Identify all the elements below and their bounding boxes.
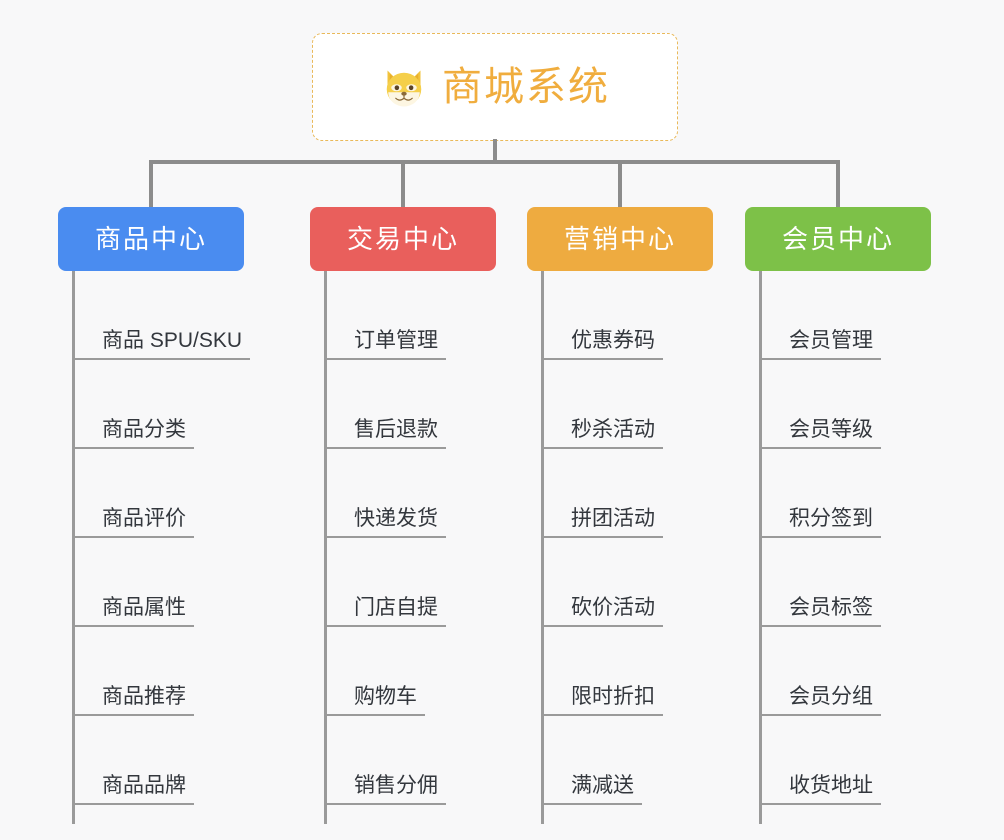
connector-drop-2 (401, 160, 405, 210)
leaf-item[interactable]: 限时折扣 (541, 627, 771, 716)
leaf-item-label: 商品属性 (102, 596, 186, 619)
leaf-item[interactable]: 售后退款 (324, 360, 554, 449)
leaf-item[interactable]: 会员管理 (759, 271, 989, 360)
leaf-item[interactable]: 商品推荐 (72, 627, 302, 716)
leaf-item-label: 限时折扣 (571, 685, 655, 708)
root-node[interactable]: 商城系统 (312, 33, 678, 141)
category-box-1[interactable]: 商品中心 (58, 207, 244, 271)
leaf-item-label: 优惠券码 (571, 329, 655, 352)
leaf-item-underline (541, 447, 663, 449)
leaf-item[interactable]: 拼团活动 (541, 449, 771, 538)
leaf-column-2: 订单管理售后退款快递发货门店自提购物车销售分佣 (324, 271, 554, 824)
category-label-3: 营销中心 (563, 224, 676, 254)
leaf-item-underline (324, 625, 446, 627)
leaf-column-3: 优惠券码秒杀活动拼团活动砍价活动限时折扣满减送 (541, 271, 771, 824)
leaf-item-label: 积分签到 (789, 507, 873, 530)
leaf-item[interactable]: 满减送 (541, 716, 771, 805)
leaf-item[interactable]: 销售分佣 (324, 716, 554, 805)
connector-drop-1 (149, 160, 153, 210)
leaf-item[interactable]: 商品评价 (72, 449, 302, 538)
leaf-item-underline (72, 447, 194, 449)
leaf-item-label: 拼团活动 (571, 507, 655, 530)
leaf-item[interactable]: 秒杀活动 (541, 360, 771, 449)
leaf-item-underline (324, 447, 446, 449)
leaf-spine-1 (72, 271, 75, 824)
leaf-item[interactable]: 快递发货 (324, 449, 554, 538)
leaf-item-underline (759, 447, 881, 449)
leaf-item[interactable]: 收货地址 (759, 716, 989, 805)
category-label-4: 会员中心 (781, 224, 894, 254)
leaf-item[interactable]: 会员标签 (759, 538, 989, 627)
leaf-item-label: 订单管理 (354, 329, 438, 352)
leaf-item[interactable]: 会员分组 (759, 627, 989, 716)
leaf-item-underline (324, 714, 425, 716)
leaf-item[interactable]: 积分签到 (759, 449, 989, 538)
connector-horizontal-bus (149, 160, 838, 164)
leaf-item[interactable]: 优惠券码 (541, 271, 771, 360)
leaf-item-underline (541, 714, 663, 716)
leaf-item[interactable]: 商品属性 (72, 538, 302, 627)
root-title: 商城系统 (442, 65, 610, 109)
leaf-item-label: 会员标签 (789, 596, 873, 619)
leaf-item-label: 砍价活动 (571, 596, 655, 619)
leaf-item-label: 会员管理 (789, 329, 873, 352)
leaf-item-underline (324, 803, 446, 805)
leaf-item-underline (759, 625, 881, 627)
leaf-item-underline (759, 714, 881, 716)
leaf-item-underline (759, 358, 881, 360)
leaf-item[interactable]: 购物车 (324, 627, 554, 716)
leaf-item-label: 购物车 (354, 685, 417, 708)
leaf-item-label: 销售分佣 (354, 774, 438, 797)
leaf-item-underline (324, 536, 446, 538)
leaf-item-underline (324, 358, 446, 360)
leaf-item-label: 收货地址 (789, 774, 873, 797)
connector-drop-3 (618, 160, 622, 210)
leaf-item-underline (541, 536, 663, 538)
leaf-item[interactable]: 商品分类 (72, 360, 302, 449)
leaf-item-label: 门店自提 (354, 596, 438, 619)
connector-drop-4 (836, 160, 840, 210)
leaf-item-label: 商品推荐 (102, 685, 186, 708)
category-label-2: 交易中心 (346, 224, 459, 254)
leaf-item-label: 售后退款 (354, 418, 438, 441)
leaf-item[interactable]: 门店自提 (324, 538, 554, 627)
leaf-item-underline (72, 358, 250, 360)
category-box-3[interactable]: 营销中心 (527, 207, 713, 271)
connector-root-stem (493, 139, 497, 163)
leaf-item[interactable]: 商品 SPU/SKU (72, 271, 302, 360)
leaf-item-label: 商品评价 (102, 507, 186, 530)
leaf-item[interactable]: 会员等级 (759, 360, 989, 449)
leaf-column-1: 商品 SPU/SKU 商品分类商品评价商品属性商品推荐商品品牌 (72, 271, 302, 824)
leaf-item-label: 会员等级 (789, 418, 873, 441)
leaf-item-underline (541, 625, 663, 627)
shiba-dog-icon (386, 70, 422, 107)
category-box-4[interactable]: 会员中心 (745, 207, 931, 271)
leaf-item-label: 商品品牌 (102, 774, 186, 797)
leaf-item[interactable]: 订单管理 (324, 271, 554, 360)
leaf-item-underline (759, 803, 881, 805)
category-box-2[interactable]: 交易中心 (310, 207, 496, 271)
leaf-item-underline (72, 714, 194, 716)
leaf-column-4: 会员管理会员等级积分签到会员标签会员分组收货地址 (759, 271, 989, 824)
leaf-item-label: 秒杀活动 (571, 418, 655, 441)
leaf-item-label: 会员分组 (789, 685, 873, 708)
leaf-item-underline (541, 803, 642, 805)
leaf-item-label: 快递发货 (354, 507, 438, 530)
leaf-item-underline (541, 358, 663, 360)
leaf-item[interactable]: 砍价活动 (541, 538, 771, 627)
leaf-item-label: 商品分类 (102, 418, 186, 441)
category-label-1: 商品中心 (94, 224, 207, 254)
leaf-item-underline (72, 803, 194, 805)
leaf-item-label: 满减送 (571, 774, 634, 797)
leaf-item-label: 商品 SPU/SKU (102, 329, 243, 352)
leaf-spine-4 (759, 271, 762, 824)
leaf-spine-3 (541, 271, 544, 824)
leaf-item-underline (72, 536, 194, 538)
leaf-item[interactable]: 商品品牌 (72, 716, 302, 805)
leaf-spine-2 (324, 271, 327, 824)
leaf-item-underline (72, 625, 194, 627)
leaf-item-underline (759, 536, 881, 538)
